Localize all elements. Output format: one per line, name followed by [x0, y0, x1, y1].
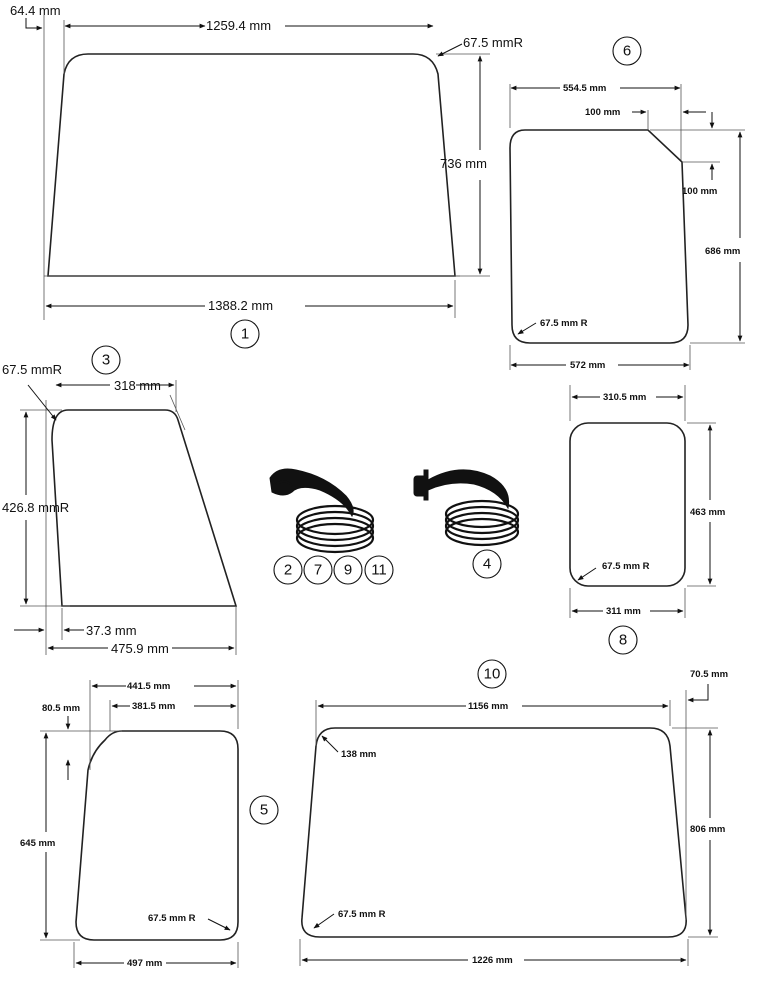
- part-1-outline: [47, 53, 456, 277]
- seal-a-number-2: 2: [284, 562, 292, 579]
- part-5-bottom-label: 497 mm: [127, 958, 162, 969]
- part-8-bottom-label: 311 mm: [606, 606, 641, 617]
- part-6-number: 6: [623, 43, 631, 60]
- seal-a-callout-9: [333, 555, 363, 585]
- part-3-number: 3: [102, 352, 110, 369]
- part-3-offset-label: 37.3 mm: [86, 623, 137, 638]
- part-10-top-label: 1156 mm: [468, 701, 508, 712]
- part-6-radius-label: 67.5 mm R: [540, 318, 588, 329]
- part-8-radius-label: 67.5 mm R: [602, 561, 650, 572]
- part-5-door-glass: 441.5 mm 80.5 mm 381.5 mm 645 mm 67.5 mm…: [20, 680, 279, 969]
- part-10-corner-label: 138 mm: [341, 749, 376, 760]
- seal-b-coil: 4: [413, 469, 520, 579]
- part-8-side-glass: 310.5 mm 463 mm 67.5 mm R 311 mm 8: [569, 385, 725, 655]
- part-3-door-glass: 67.5 mmR 318 mm 426.8 mmR 37.3 mm 475.9 …: [2, 345, 238, 656]
- part-3-callout-circle: [91, 345, 121, 375]
- seal-b-callout-4: [472, 549, 502, 579]
- part-1-number: 1: [241, 326, 249, 343]
- part-6-chamfer-v-label: 100 mm: [682, 186, 717, 197]
- part-10-number: 10: [484, 666, 501, 683]
- part-1-offset-label: 64.4 mm: [10, 3, 61, 18]
- part-5-callout-circle: [249, 795, 279, 825]
- seal-a-callout-7: [303, 555, 333, 585]
- seal-a-callout-11: [364, 555, 394, 585]
- part-3-radius-label: 67.5 mmR: [2, 362, 62, 377]
- seal-a-number-7: 7: [314, 562, 322, 579]
- part-1-height-label: 736 mm: [440, 156, 487, 171]
- part-1-top-label: 1259.4 mm: [206, 18, 271, 33]
- part-5-number: 5: [260, 802, 268, 819]
- seal-a-number-11: 11: [371, 562, 387, 579]
- part-1-callout-circle: [230, 319, 260, 349]
- part-10-radius-label: 67.5 mm R: [338, 909, 386, 920]
- part-1-radius-label: 67.5 mmR: [463, 35, 523, 50]
- part-3-outline: [51, 409, 238, 607]
- part-3-bottom-label: 475.9 mm: [111, 641, 169, 656]
- part-1-windshield: 64.4 mm 1259.4 mm 67.5 mmR 736 mm 1388.2…: [10, 3, 523, 349]
- part-6-chamfer-h-label: 100 mm: [585, 107, 620, 118]
- part-10-rear-window: 1156 mm 70.5 mm 138 mm 806 mm 67.5 mm R …: [299, 659, 728, 966]
- part-10-offset-right-label: 70.5 mm: [690, 669, 728, 680]
- part-10-callout-circle: [477, 659, 507, 689]
- part-6-top-label: 554.5 mm: [563, 83, 606, 94]
- part-5-top-inner-label: 381.5 mm: [132, 701, 175, 712]
- seal-a-callout-2: [273, 555, 303, 585]
- part-5-offset-left-label: 80.5 mm: [42, 703, 80, 714]
- seal-a-number-9: 9: [344, 562, 352, 579]
- part-8-number: 8: [619, 632, 627, 649]
- part-5-outline: [75, 730, 239, 941]
- part-6-bottom-label: 572 mm: [570, 360, 605, 371]
- part-5-radius-label: 67.5 mm R: [148, 913, 196, 924]
- part-8-callout-circle: [608, 625, 638, 655]
- seal-a-coil: 2 7 9 11: [269, 468, 394, 585]
- part-8-outline: [569, 422, 686, 587]
- part-1-bottom-label: 1388.2 mm: [208, 298, 273, 313]
- part-8-height-label: 463 mm: [690, 507, 725, 518]
- part-5-height-label: 645 mm: [20, 838, 55, 849]
- part-10-height-label: 806 mm: [690, 824, 725, 835]
- part-6-height-label: 686 mm: [705, 246, 740, 257]
- part-10-outline: [301, 727, 687, 938]
- part-3-top-label: 318 mm: [114, 378, 161, 393]
- part-10-bottom-label: 1226 mm: [472, 955, 513, 966]
- part-3-height-label: 426.8 mmR: [2, 500, 69, 515]
- part-6-rear-glass: 554.5 mm 100 mm 100 mm 686 mm 67.5 mm R …: [509, 36, 745, 371]
- seal-b-number-4: 4: [483, 556, 491, 573]
- part-6-outline: [509, 129, 689, 344]
- part-8-top-label: 310.5 mm: [603, 392, 646, 403]
- part-6-callout-circle: [612, 36, 642, 66]
- part-5-top-outer-label: 441.5 mm: [127, 681, 170, 692]
